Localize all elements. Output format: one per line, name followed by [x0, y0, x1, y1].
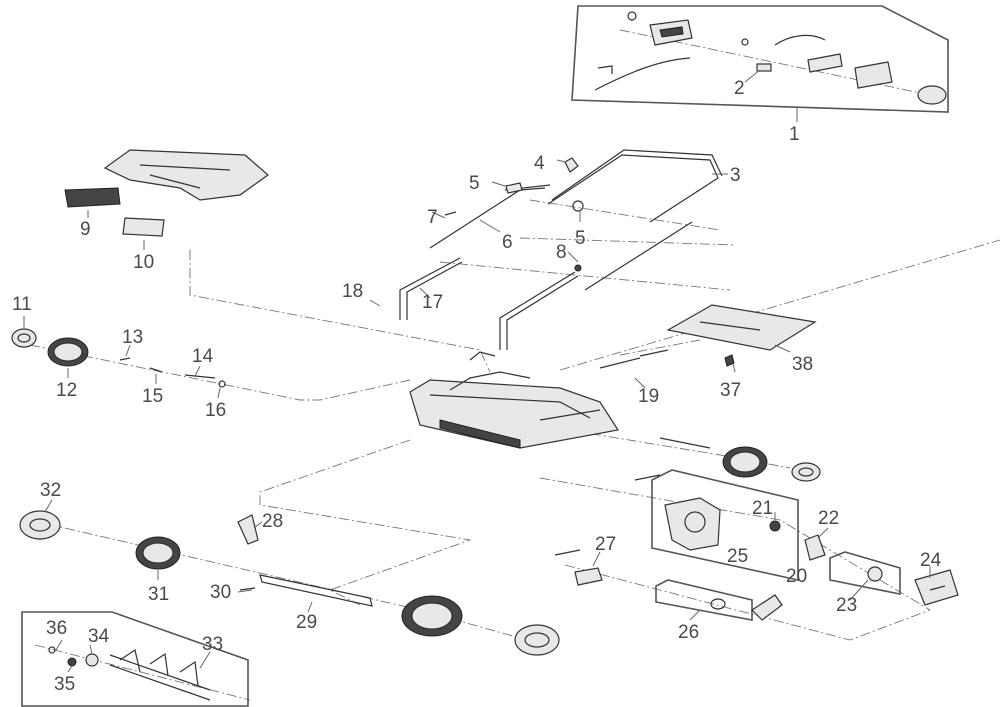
group-frame-20	[651, 469, 799, 581]
part-label-33: 33	[202, 634, 223, 655]
part-label-15: 15	[142, 386, 163, 407]
gearbox-assembly	[634, 474, 826, 561]
left-rear-wheels	[11, 328, 226, 388]
group-frame-23	[829, 551, 901, 595]
part-label-36: 36	[46, 618, 67, 639]
part-label-17: 17	[422, 292, 443, 313]
part-label-21: 21	[752, 498, 773, 519]
leader-lines	[23, 69, 931, 673]
handle-assembly	[399, 149, 723, 350]
part-label-19: 19	[638, 386, 659, 407]
axle-mount-parts	[554, 549, 783, 621]
part-label-16: 16	[205, 400, 226, 421]
mower-deck	[409, 351, 619, 449]
part-label-2: 2	[734, 78, 745, 99]
part-label-13: 13	[122, 327, 143, 348]
height-lever	[237, 514, 373, 607]
group-frame-1	[571, 5, 949, 113]
part-label-28: 28	[262, 511, 283, 532]
part-label-9: 9	[80, 219, 91, 240]
part-label-23: 23	[836, 595, 857, 616]
part-label-20: 20	[786, 566, 807, 587]
part-label-24: 24	[920, 550, 942, 571]
scarifier-roller	[48, 646, 211, 701]
part-label-35: 35	[54, 674, 75, 695]
part-label-34: 34	[88, 626, 110, 647]
part-label-31: 31	[148, 584, 169, 605]
scarifier-wheels	[19, 510, 560, 656]
grass-box-cover	[64, 149, 269, 237]
part-label-26: 26	[678, 622, 699, 643]
part-label-37: 37	[720, 380, 741, 401]
part-label-11: 11	[12, 294, 32, 315]
grass-box-lid	[599, 304, 817, 369]
part-label-14: 14	[192, 346, 214, 367]
part-label-18: 18	[342, 281, 363, 302]
part-label-6: 6	[502, 232, 513, 253]
part-number-labels: 1 2 3 4 5 5 6 7 8 9 10 11 12 13 14 15 16…	[12, 78, 942, 695]
part-label-8: 8	[556, 242, 567, 263]
part-label-5b: 5	[575, 228, 586, 249]
right-front-wheels	[659, 437, 821, 482]
height-adjust-parts	[867, 566, 959, 606]
switch-assembly	[594, 11, 947, 105]
part-label-38: 38	[792, 354, 813, 375]
part-label-25: 25	[727, 546, 748, 567]
part-label-29: 29	[296, 612, 317, 633]
part-label-30: 30	[210, 582, 231, 603]
part-label-27: 27	[595, 534, 616, 555]
part-label-32: 32	[40, 480, 61, 501]
group-frame-33	[21, 611, 249, 707]
part-label-12: 12	[56, 380, 77, 401]
part-label-5a: 5	[469, 173, 480, 194]
part-label-1: 1	[789, 124, 800, 145]
part-label-3: 3	[730, 165, 741, 186]
part-label-10: 10	[133, 252, 154, 273]
part-label-4: 4	[534, 153, 545, 174]
part-label-7: 7	[427, 207, 438, 228]
part-label-22: 22	[818, 508, 839, 529]
group-frame-26	[655, 579, 753, 621]
